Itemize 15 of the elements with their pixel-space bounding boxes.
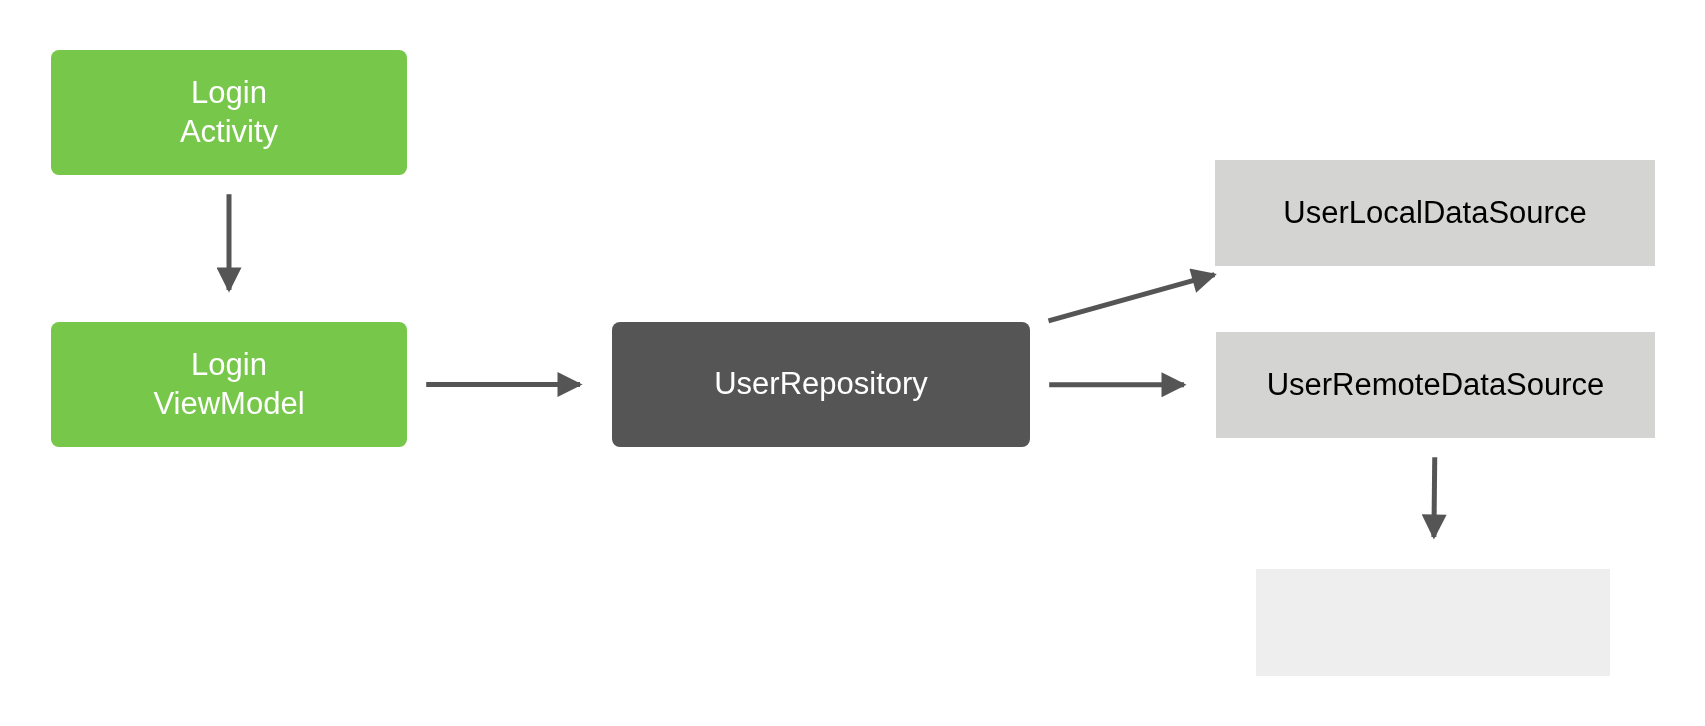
box-label: UserRepository [714, 365, 928, 404]
box-label: Login Activity [178, 73, 280, 151]
box-label: Login ViewModel [152, 345, 306, 423]
repository-box [612, 322, 1030, 447]
box-label: UserLocalDataSource [1283, 193, 1587, 232]
arrow [426, 372, 583, 397]
activity-box [51, 50, 407, 175]
data-source-box [1215, 160, 1655, 266]
viewmodel-box [51, 322, 407, 447]
arrow [1049, 372, 1187, 398]
arrow [216, 194, 242, 293]
arrow [1421, 457, 1447, 540]
data-source-box [1216, 332, 1655, 438]
box-label: UserRemoteDataSource [1266, 365, 1605, 404]
arrow [1047, 268, 1217, 324]
